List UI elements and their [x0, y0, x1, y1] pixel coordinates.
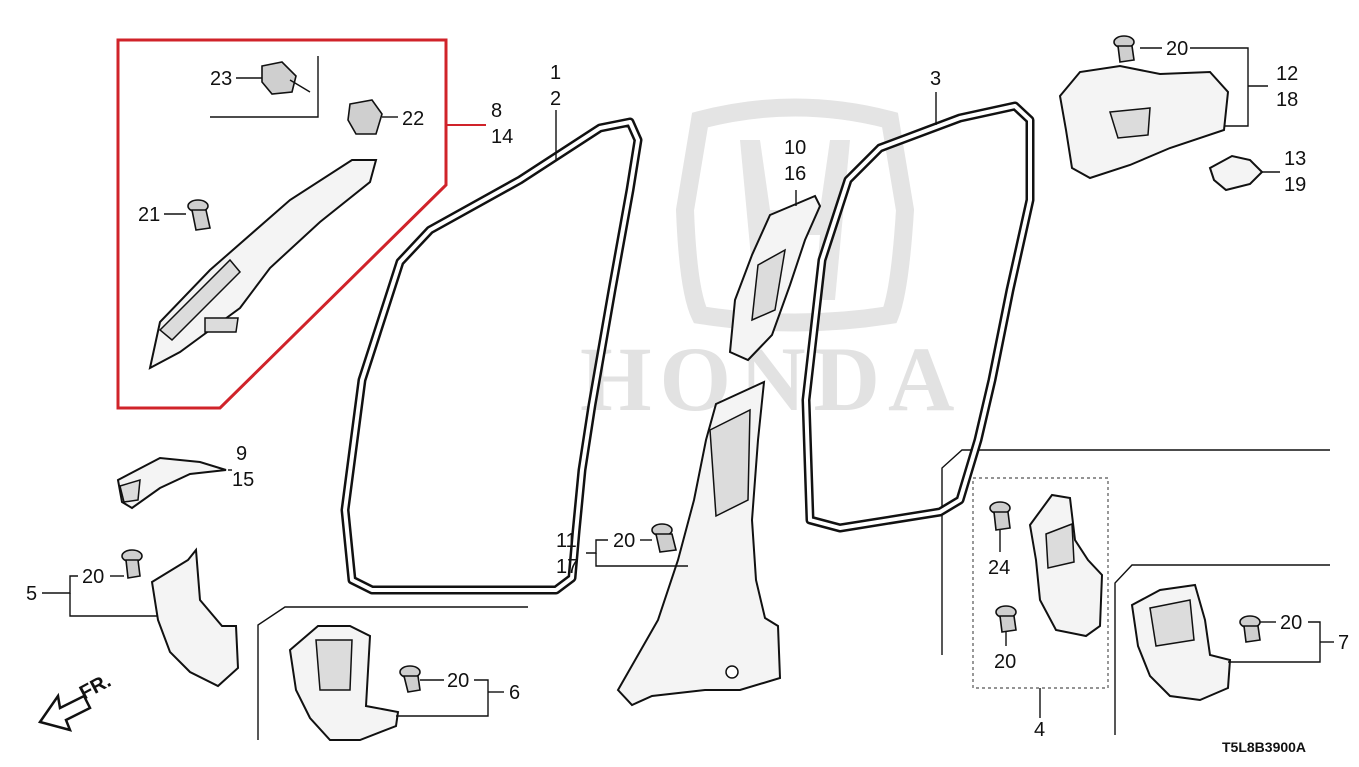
frame-23 [210, 56, 319, 118]
diagram-code: T5L8B3900A [1222, 739, 1306, 755]
frame-right [941, 449, 1330, 655]
callout-10: 10 [784, 137, 806, 159]
callout-1: 1 [550, 62, 561, 84]
callout-4: 4 [1034, 719, 1045, 741]
callout-23: 23 [210, 68, 232, 90]
callout-11: 11 [556, 530, 577, 552]
callout-24: 24 [988, 557, 1010, 579]
frame-6 [257, 606, 528, 740]
callout-20-box: 20 [994, 651, 1016, 673]
callout-12: 12 [1276, 63, 1298, 85]
part-5-kick-panel [121, 547, 240, 688]
callout-21: 21 [138, 204, 160, 226]
callout-18: 18 [1276, 89, 1298, 111]
callout-14: 14 [491, 126, 513, 148]
leader-lines [42, 47, 1334, 718]
callout-15: 15 [232, 469, 254, 491]
callout-2: 2 [550, 88, 561, 110]
part-11-lower-b-pillar [616, 380, 782, 707]
part-20-clip-b-pillar [651, 523, 677, 553]
part-7-rear-sill-garnish [1130, 583, 1261, 702]
callout-20-b-pillar: 20 [613, 530, 635, 552]
callout-20-left: 20 [82, 566, 104, 588]
callout-8: 8 [491, 100, 502, 122]
callout-20-right: 20 [1280, 612, 1302, 634]
callout-13: 13 [1284, 148, 1306, 170]
callout-7: 7 [1338, 632, 1349, 654]
callout-6: 6 [509, 682, 520, 704]
callout-16: 16 [784, 163, 806, 185]
callout-20-top: 20 [1166, 38, 1188, 60]
part-20-clip-top [1113, 35, 1135, 63]
part-4-rear-kick-panel [989, 493, 1104, 638]
callout-5: 5 [26, 583, 37, 605]
part-22-clip [347, 99, 383, 135]
callout-17: 17 [556, 556, 578, 578]
part-8-a-pillar-garnish [148, 159, 378, 370]
part-12-rear-pillar-garnish [1058, 64, 1230, 180]
part-3-rear-door-seal [801, 101, 1035, 533]
front-direction-arrow: FR. [37, 670, 115, 732]
highlight-box [116, 38, 448, 410]
part-23-clip [261, 61, 311, 95]
callout-19: 19 [1284, 174, 1306, 196]
watermark-text: HONDA [580, 328, 962, 430]
callout-22: 22 [402, 108, 424, 130]
callout-9: 9 [236, 443, 247, 465]
part-9-garnish [116, 456, 227, 510]
frame-7 [1114, 564, 1330, 735]
callout-3: 3 [930, 68, 941, 90]
frame-4-box [972, 477, 1109, 689]
part-13-cap [1208, 154, 1264, 192]
callout-20-front-lower: 20 [447, 670, 469, 692]
part-21-clip [187, 199, 211, 231]
part-6-side-sill-garnish [288, 625, 421, 741]
part-10-upper-b-pillar [728, 194, 822, 362]
part-1-front-door-seal [340, 117, 643, 595]
